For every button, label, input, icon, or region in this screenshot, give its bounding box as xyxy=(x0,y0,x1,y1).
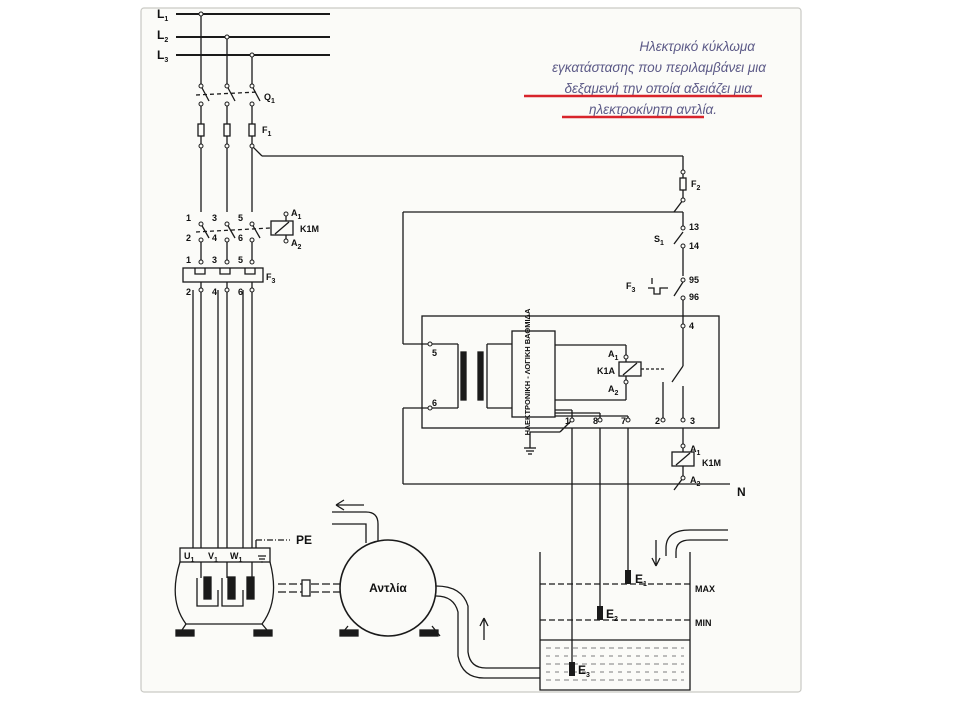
relay-terminal-2: 2 xyxy=(186,287,191,297)
relay-terminal-1: 1 xyxy=(186,255,191,265)
wiring xyxy=(174,13,730,691)
terminal-5: 5 xyxy=(238,213,243,223)
caption: Ηλεκτρικό κύκλωμα εγκατάστασης που περιλ… xyxy=(524,39,767,119)
label-f3-contact: F3 xyxy=(626,281,636,294)
relay-terminal-4: 4 xyxy=(212,287,217,297)
label-min: MIN xyxy=(695,618,712,628)
label-f1: F1 xyxy=(262,125,272,138)
label-w1: W1 xyxy=(230,551,243,564)
module-terminal-3: 3 xyxy=(690,416,695,426)
label-l2: L2 xyxy=(157,28,168,44)
module-terminal-2: 2 xyxy=(655,416,660,426)
module-terminal-7: 7 xyxy=(621,416,626,426)
terminal-95: 95 xyxy=(689,275,699,285)
probe-e2 xyxy=(597,606,603,620)
terminal-dots xyxy=(198,11,686,481)
label-a1-k1a: A1 xyxy=(608,349,619,362)
caption-line-4: ηλεκτροκίνητη αντλία. xyxy=(589,102,717,117)
caption-line-1: Ηλεκτρικό κύκλωμα xyxy=(639,39,756,54)
label-f3: F3 xyxy=(266,272,276,285)
label-u1: U1 xyxy=(184,551,195,564)
terminal-2: 2 xyxy=(186,233,191,243)
label-v1: V1 xyxy=(208,551,218,564)
terminal-3: 3 xyxy=(212,213,217,223)
terminal-1: 1 xyxy=(186,213,191,223)
label-e3: E3 xyxy=(578,663,590,679)
terminal-96: 96 xyxy=(689,292,699,302)
terminal-14: 14 xyxy=(689,241,699,251)
label-q1: Q1 xyxy=(264,92,275,105)
logic-stage-text: ΗΛΕΚΤΡΟΝΙΚΗ - ΛΟΓΙΚΗ ΒΑΘΜΙΔΑ xyxy=(523,308,532,435)
labels: L1 L2 L3 Q1 F1 F2 1 3 5 2 4 6 A1 K1M A2 … xyxy=(157,7,746,679)
label-f2: F2 xyxy=(691,179,701,192)
label-pump: Αντλία xyxy=(369,581,407,595)
module-terminal-8: 8 xyxy=(593,416,598,426)
label-a1-coil: A1 xyxy=(690,444,701,457)
scanned-page xyxy=(140,7,802,693)
label-a2-k1a: A2 xyxy=(608,384,619,397)
caption-line-3: δεξαμενή την οποία αδειάζει μια xyxy=(564,81,753,96)
label-l1: L1 xyxy=(157,7,168,23)
relay-terminal-5: 5 xyxy=(238,255,243,265)
label-k1m-coil: K1M xyxy=(702,458,721,468)
probe-e1 xyxy=(625,570,631,584)
probe-e3 xyxy=(569,662,575,676)
label-s1: S1 xyxy=(654,234,664,247)
terminal-4: 4 xyxy=(212,233,217,243)
label-l3: L3 xyxy=(157,48,168,64)
module-terminal-5: 5 xyxy=(432,348,437,358)
label-e1: E1 xyxy=(635,572,647,588)
terminal-6: 6 xyxy=(238,233,243,243)
label-k1m-top: K1M xyxy=(300,224,319,234)
logic-stage-label: ΗΛΕΚΤΡΟΝΙΚΗ - ΛΟΓΙΚΗ ΒΑΘΜΙΔΑ xyxy=(523,308,532,435)
label-neutral: N xyxy=(737,485,746,499)
terminal-13: 13 xyxy=(689,222,699,232)
label-a2-k1m: A2 xyxy=(291,238,302,251)
label-pe: PE xyxy=(296,533,312,547)
relay-terminal-6: 6 xyxy=(238,287,243,297)
module-terminal-6: 6 xyxy=(432,398,437,408)
module-terminal-1: 1 xyxy=(565,416,570,426)
terminal-4-module: 4 xyxy=(689,321,694,331)
label-k1a: K1A xyxy=(597,366,616,376)
label-a2-coil: A2 xyxy=(690,475,701,488)
label-max: MAX xyxy=(695,584,715,594)
relay-terminal-3: 3 xyxy=(212,255,217,265)
label-a1-k1m: A1 xyxy=(291,208,302,221)
caption-line-2: εγκατάστασης που περιλαμβάνει μια xyxy=(552,60,767,75)
label-e2: E2 xyxy=(606,607,618,623)
